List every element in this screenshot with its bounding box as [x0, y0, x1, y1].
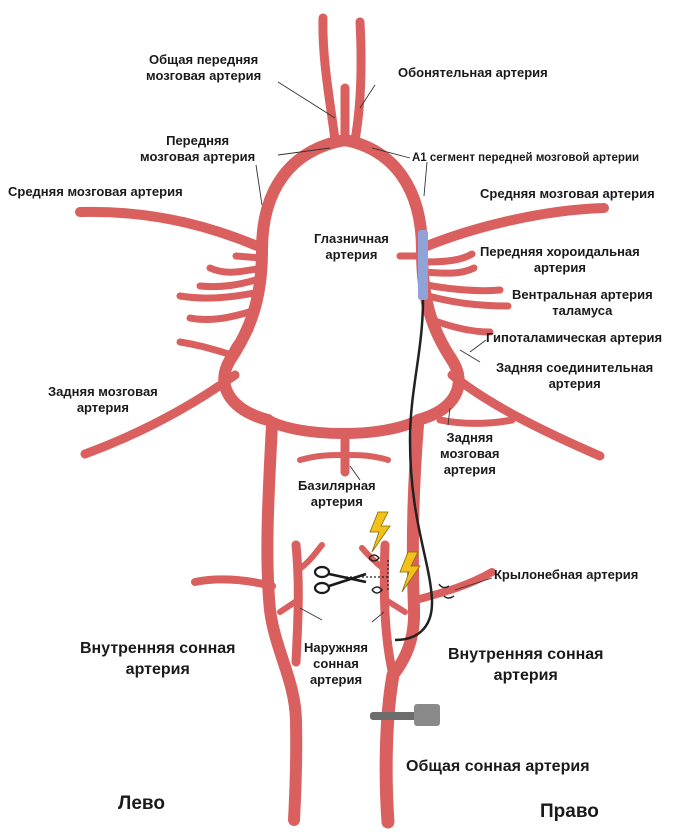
label-posterior-communicating: Задняя соединительная артерия	[496, 360, 653, 392]
label-anterior-cerebral: Передняя мозговая артерия	[140, 133, 255, 165]
right-branch-4	[428, 296, 508, 306]
left-branch-1	[236, 256, 262, 258]
label-internal-carotid-left: Внутренняя сонная артерия	[80, 638, 236, 680]
posterior-cerebral-left-upper	[180, 342, 232, 355]
label-olfactory: Обонятельная артерия	[398, 65, 548, 81]
olfactory-left	[323, 18, 335, 140]
label-middle-cerebral-right: Средняя мозговая артерия	[480, 186, 655, 202]
left-external-branch-2	[298, 545, 322, 570]
left-branch-2	[210, 268, 262, 272]
label-common-carotid: Общая сонная артерия	[406, 756, 590, 777]
olfactory-right	[355, 22, 361, 140]
middle-cerebral-left-vessel	[80, 212, 262, 248]
right-branch-1	[424, 254, 472, 262]
catheter-segment	[418, 230, 428, 300]
label-common-anterior-cerebral: Общая передняя мозговая артерия	[146, 52, 261, 84]
basilar-right-branch	[345, 455, 388, 460]
left-external-branch-3	[195, 579, 272, 586]
label-hypothalamic: Гипоталамическая артерия	[486, 330, 662, 346]
label-external-carotid: Наружняя сонная артерия	[304, 640, 368, 688]
label-side-right: Право	[540, 804, 599, 820]
basilar-left-branch	[300, 455, 345, 460]
right-common-carotid-vessel	[386, 675, 393, 822]
right-branch-2	[424, 268, 474, 273]
left-internal-carotid-vessel	[267, 425, 296, 820]
label-posterior-cerebral-right: Задняя мозговая артерия	[440, 430, 500, 478]
label-a1-segment: A1 сегмент передней мозговой артерии	[412, 150, 639, 166]
label-basilar: Базилярная артерия	[298, 478, 376, 510]
right-branch-3	[426, 285, 500, 291]
middle-cerebral-right-vessel	[422, 208, 604, 248]
label-middle-cerebral-left: Средняя мозговая артерия	[8, 184, 183, 200]
label-ventral-thalamic: Вентральная артерия таламуса	[512, 287, 653, 319]
clamp-icon	[370, 704, 440, 726]
label-pterygopalatine: Крылонебная артерия	[494, 567, 638, 583]
left-branch-3	[200, 278, 262, 287]
scissors-icon	[315, 567, 366, 593]
label-posterior-cerebral-left: Задняя мозговая артерия	[48, 384, 158, 416]
right-internal-carotid-vessel	[393, 425, 418, 675]
label-anterior-choroidal: Передняя хороидальная артерия	[480, 244, 640, 276]
posterior-cerebral-right-lower	[440, 420, 512, 423]
pterygopalatine-vessel	[416, 572, 492, 600]
posterior-arc	[268, 420, 418, 434]
label-internal-carotid-right: Внутренняя сонная артерия	[448, 644, 604, 686]
label-side-left: Лево	[118, 796, 165, 812]
right-ring-vessel	[345, 140, 459, 420]
left-branch-4	[180, 292, 260, 298]
label-ophthalmic: Глазничная артерия	[314, 231, 389, 263]
